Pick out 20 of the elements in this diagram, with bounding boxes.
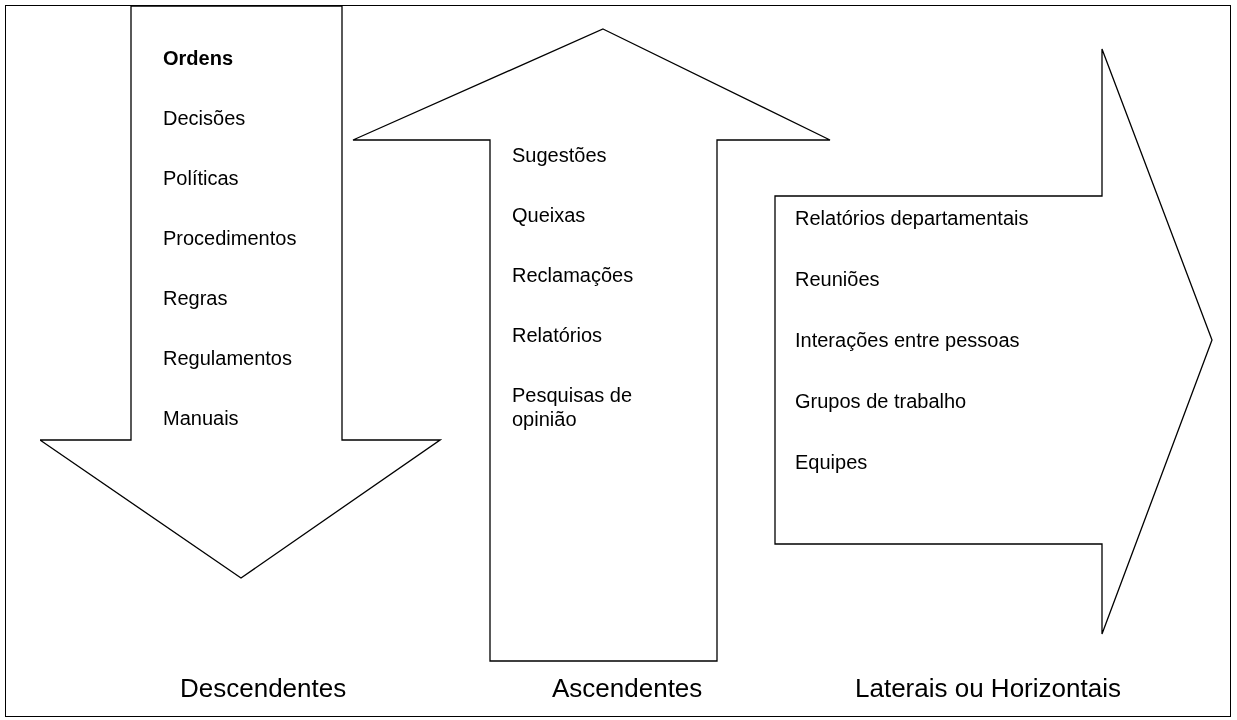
list-item: Ordens [163, 46, 234, 70]
list-item: Queixas [512, 203, 586, 227]
list-item: Políticas [163, 166, 239, 190]
list-item: Reclamações [512, 263, 634, 287]
list-item: Manuais [163, 406, 239, 430]
arrow-caption: Descendentes [180, 673, 347, 704]
list-item: Pesquisas de opinião [512, 383, 634, 431]
list-item: Reuniões [795, 267, 880, 291]
arrow-caption: Ascendentes [552, 673, 703, 704]
list-item: Regulamentos [163, 346, 292, 370]
list-item: Decisões [163, 106, 246, 130]
arrow-caption: Laterais ou Horizontais [855, 673, 1121, 704]
list-item: Relatórios [512, 323, 603, 347]
list-item: Sugestões [512, 143, 607, 167]
list-item: Interações entre pessoas [795, 328, 1020, 352]
list-item: Regras [163, 286, 228, 310]
list-item: Grupos de trabalho [795, 389, 967, 413]
list-item: Relatórios departamentais [795, 206, 1029, 230]
list-item: Equipes [795, 450, 868, 474]
list-item: Procedimentos [163, 226, 297, 250]
